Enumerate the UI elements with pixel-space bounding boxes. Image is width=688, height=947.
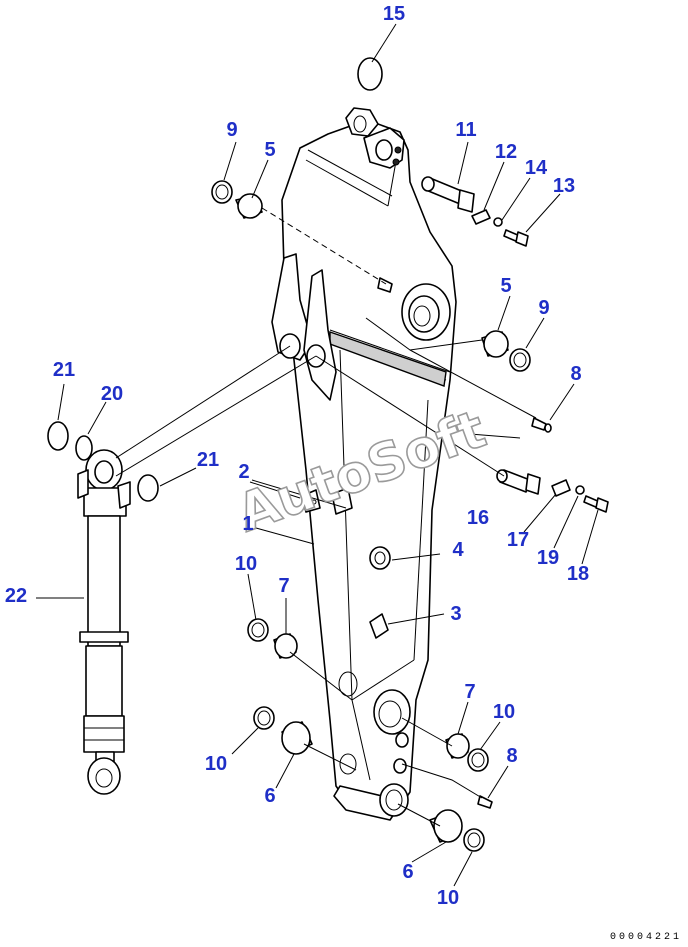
callout-10-upper-left: 10	[235, 553, 257, 575]
callout-16: 16	[467, 507, 489, 529]
callout-20: 20	[101, 383, 123, 405]
bolt-18	[583, 495, 609, 513]
bushing-6-left	[281, 721, 313, 755]
callout-6-left: 6	[264, 785, 275, 807]
callout-8-top: 8	[570, 363, 581, 385]
seal-9-right	[509, 348, 531, 372]
callout-5-right: 5	[500, 275, 511, 297]
pin-16	[496, 469, 541, 495]
seal-10-right	[467, 748, 489, 772]
callout-7-left: 7	[278, 575, 289, 597]
callout-17: 17	[507, 529, 529, 551]
grease-fitting-8-bottom	[477, 795, 493, 809]
callout-labels: 15 9 5 11 12 14 13 5 9 8 21 20 21 2 1 16…	[5, 3, 589, 909]
callout-10-lower-left: 10	[205, 753, 227, 775]
callout-12: 12	[495, 141, 517, 163]
bolt-13	[503, 229, 529, 247]
shims-20-21	[47, 421, 159, 502]
callout-9-right: 9	[538, 297, 549, 319]
callout-18: 18	[567, 563, 589, 585]
callout-3: 3	[450, 603, 461, 625]
callout-2: 2	[238, 461, 249, 483]
callout-10-bottom: 10	[437, 887, 459, 909]
washer-19	[575, 485, 585, 495]
assembly-lines	[115, 207, 537, 827]
leader-lines	[36, 23, 599, 887]
drawing-number: 00004221	[609, 932, 682, 943]
part-4-plug	[369, 546, 391, 570]
callout-7-right: 7	[464, 681, 475, 703]
callout-11: 11	[455, 119, 476, 141]
seal-10-bottom	[463, 828, 485, 852]
arm-pin-boss	[401, 283, 451, 341]
shim-15	[357, 57, 383, 91]
washer-14	[493, 217, 503, 227]
bushing-5-top	[235, 193, 263, 219]
pin-11	[421, 176, 475, 213]
callout-13: 13	[553, 175, 575, 197]
part-3-block	[369, 613, 389, 639]
seal-10-upper-left	[247, 618, 269, 642]
callout-8-bottom: 8	[506, 745, 517, 767]
seal-10-lower-left	[253, 706, 275, 730]
callout-5-top: 5	[264, 139, 275, 161]
callout-15: 15	[383, 3, 405, 25]
grease-fitting-8-top	[531, 417, 552, 433]
cylinder-22	[77, 449, 131, 795]
callout-22: 22	[5, 585, 27, 607]
arm-top-bracket	[345, 107, 405, 169]
callout-4: 4	[452, 539, 464, 561]
plate-2	[301, 487, 353, 515]
bushing-7-right	[445, 733, 470, 759]
callout-21-left: 21	[53, 359, 75, 381]
plate-17	[551, 479, 571, 497]
callout-19: 19	[537, 547, 559, 569]
seal-9-top	[211, 180, 233, 204]
callout-14: 14	[525, 157, 548, 179]
bushing-5-right	[481, 330, 509, 358]
callout-1: 1	[242, 513, 253, 535]
plate-12	[471, 209, 491, 225]
callout-21-right: 21	[197, 449, 219, 471]
arm-bottom-boss	[333, 671, 411, 821]
callout-9-top: 9	[226, 119, 237, 141]
callout-6-right: 6	[402, 861, 413, 883]
callout-10-right: 10	[493, 701, 515, 723]
bushing-6-right	[429, 809, 463, 843]
cylinder-bracket	[271, 253, 337, 401]
